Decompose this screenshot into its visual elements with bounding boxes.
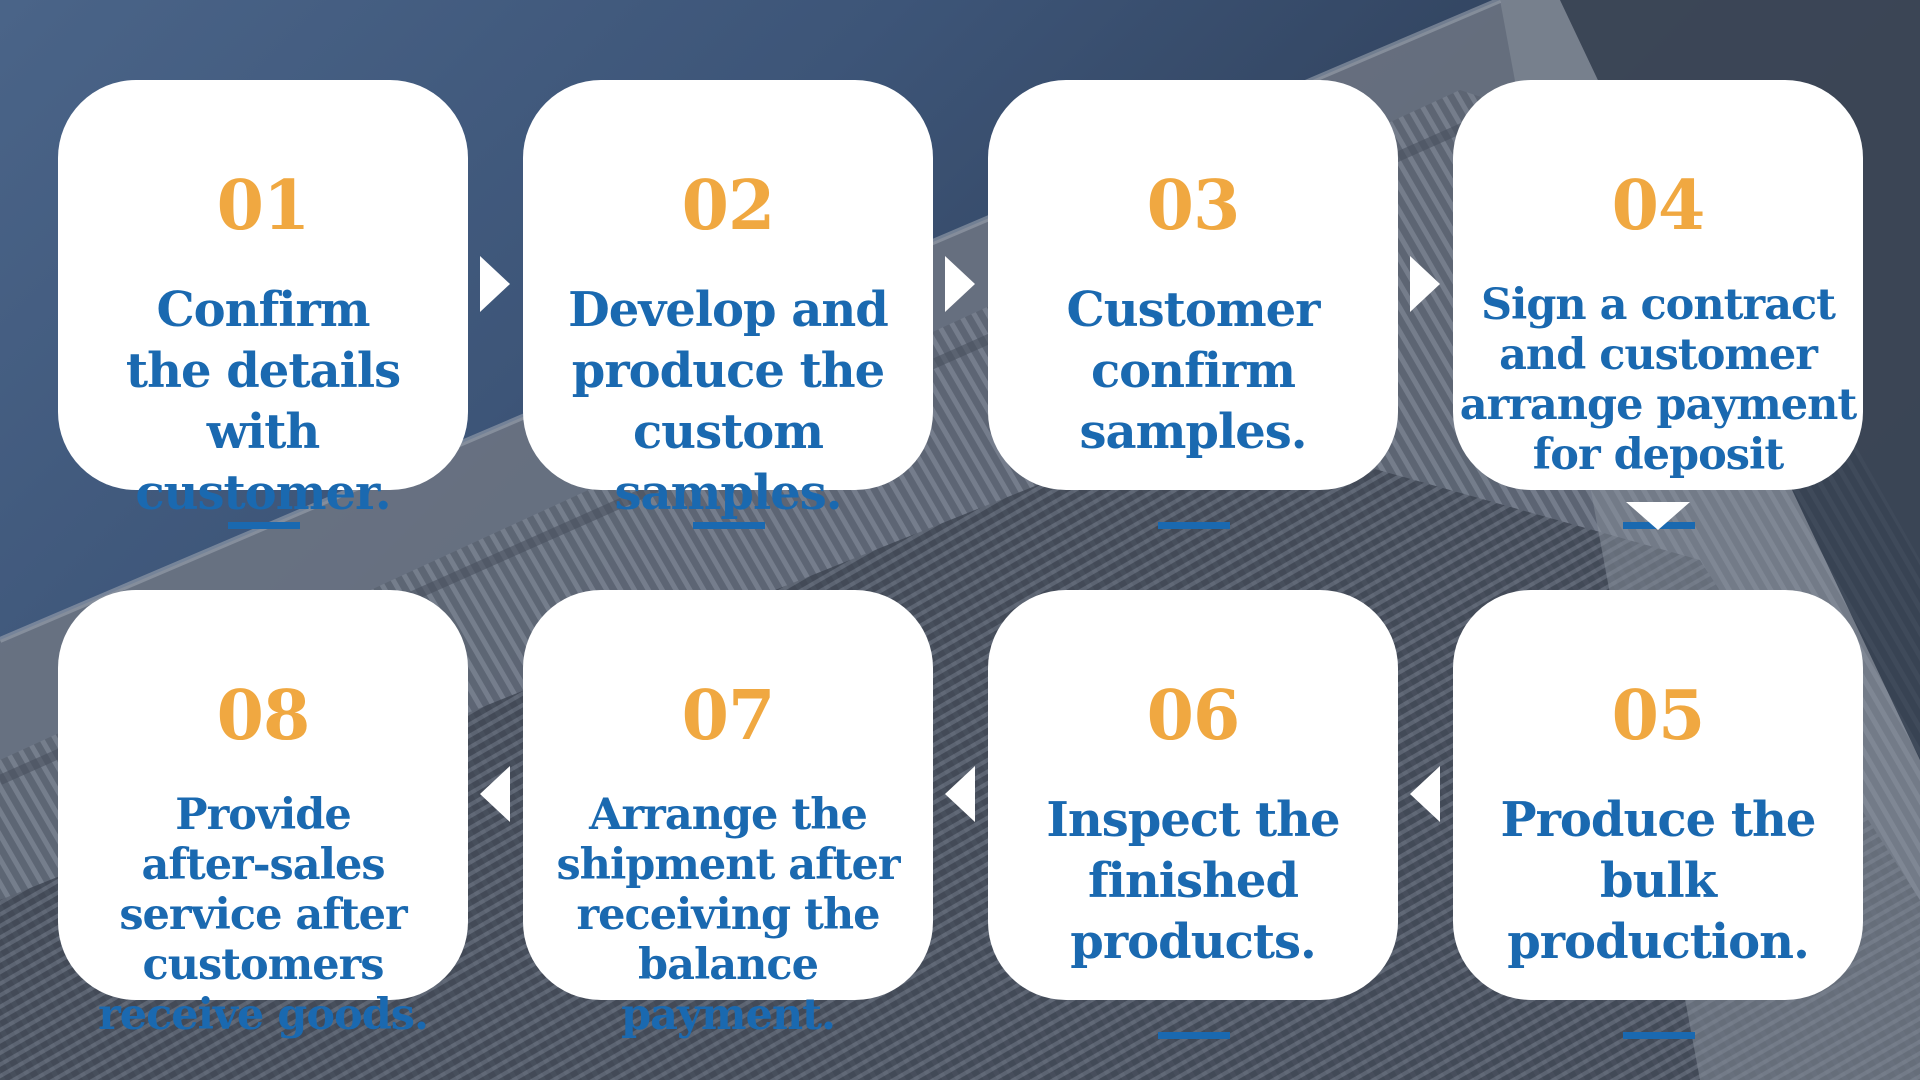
step-card-06: 06 Inspect the finished products. xyxy=(988,590,1398,1039)
step-underline xyxy=(693,522,765,529)
step-card-03: 03 Customer confirm samples. xyxy=(988,80,1398,529)
arrow-right-icon xyxy=(480,256,510,312)
step-number: 01 xyxy=(216,166,311,246)
step-description: Arrange the shipment after receiving the… xyxy=(556,790,900,1040)
step-number: 07 xyxy=(681,676,776,756)
step-description: Provide after-sales service after custom… xyxy=(98,790,429,1040)
step-number: 05 xyxy=(1611,676,1706,756)
step-number: 03 xyxy=(1146,166,1241,246)
step-card-01: 01 Confirm the details with customer. xyxy=(58,80,468,529)
arrow-down-icon xyxy=(1626,502,1690,530)
arrow-left-icon xyxy=(1410,766,1440,822)
step-description: Produce the bulk production. xyxy=(1500,792,1817,970)
step-description: Sign a contract and customer arrange pay… xyxy=(1459,280,1858,480)
arrow-right-icon xyxy=(945,256,975,312)
arrow-left-icon xyxy=(945,766,975,822)
step-number: 04 xyxy=(1611,166,1706,246)
step-description: Develop and produce the custom samples. xyxy=(568,282,889,521)
step-card-04: 04 Sign a contract and customer arrange … xyxy=(1453,80,1863,529)
step-number: 02 xyxy=(681,166,776,246)
step-underline xyxy=(1158,522,1230,529)
step-card-05: 05 Produce the bulk production. xyxy=(1453,590,1863,1039)
step-underline xyxy=(228,522,300,529)
step-card-08: 08 Provide after-sales service after cus… xyxy=(58,590,468,1040)
step-number: 08 xyxy=(216,676,311,756)
step-underline xyxy=(1158,1032,1230,1039)
arrow-right-icon xyxy=(1410,256,1440,312)
step-card-02: 02 Develop and produce the custom sample… xyxy=(523,80,933,529)
step-description: Inspect the finished products. xyxy=(1046,792,1340,970)
step-description: Customer confirm samples. xyxy=(1066,282,1321,460)
arrow-left-icon xyxy=(480,766,510,822)
step-description: Confirm the details with customer. xyxy=(125,282,401,521)
step-underline xyxy=(1623,1032,1695,1039)
step-card-07: 07 Arrange the shipment after receiving … xyxy=(523,590,933,1040)
step-number: 06 xyxy=(1146,676,1241,756)
